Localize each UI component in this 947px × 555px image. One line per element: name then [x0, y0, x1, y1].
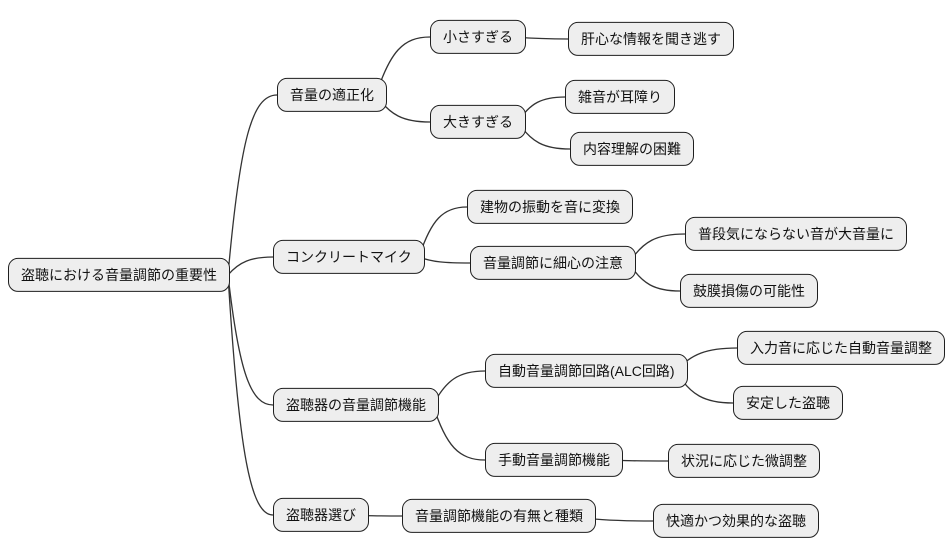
node-alc-circuit: 自動音量調節回路(ALC回路): [485, 353, 688, 389]
node-device-volume-functions: 盗聴器の音量調節機能: [273, 387, 439, 423]
edge-root-to-volume-optimization: [227, 94, 278, 276]
edge-careful-adjustment-to-quiet-sounds-amplified: [628, 233, 686, 264]
node-comprehension-difficulty: 内容理解の困難: [570, 131, 694, 167]
edge-root-to-concrete-mic: [227, 256, 274, 276]
edge-device-functions-to-alc-circuit: [432, 370, 486, 406]
edge-concrete-mic-to-vibration-to-sound: [418, 206, 468, 258]
edge-device-functions-to-manual-control: [432, 404, 486, 461]
node-comfortable-effective-listening: 快適かつ効果的な盗聴: [653, 503, 819, 539]
node-careful-volume-adjustment: 音量調節に細心の注意: [470, 245, 636, 281]
edge-concrete-mic-to-careful-adjustment: [418, 256, 471, 264]
mindmap-root-node: 盗聴における音量調節の重要性: [8, 257, 230, 293]
edge-root-to-device-selection: [227, 274, 274, 516]
node-vibration-to-sound: 建物の振動を音に変換: [467, 189, 633, 225]
node-volume-optimization: 音量の適正化: [277, 77, 387, 113]
node-manual-volume-control: 手動音量調節機能: [485, 442, 623, 478]
node-quiet-sounds-amplified: 普段気にならない音が大音量に: [685, 216, 907, 252]
node-too-quiet: 小さすぎる: [430, 19, 526, 55]
node-eardrum-damage-risk: 鼓膜損傷の可能性: [680, 273, 818, 309]
node-device-selection: 盗聴器選び: [273, 497, 369, 533]
node-fine-tuning-by-situation: 状況に応じた微調整: [668, 443, 820, 479]
node-noise-grating: 雑音が耳障り: [565, 79, 675, 115]
node-miss-key-info: 肝心な情報を聞き逃す: [568, 21, 734, 57]
node-stable-listening: 安定した盗聴: [733, 385, 843, 421]
node-volume-feature-availability: 音量調節機能の有無と種類: [402, 498, 596, 534]
node-too-loud: 大きすぎる: [430, 104, 526, 140]
edge-root-to-device-volume-functions: [227, 274, 274, 406]
node-concrete-mic: コンクリートマイク: [273, 239, 425, 275]
edge-careful-adjustment-to-eardrum-damage: [628, 262, 681, 292]
node-auto-adjust-by-input: 入力音に応じた自動音量調整: [737, 330, 945, 366]
